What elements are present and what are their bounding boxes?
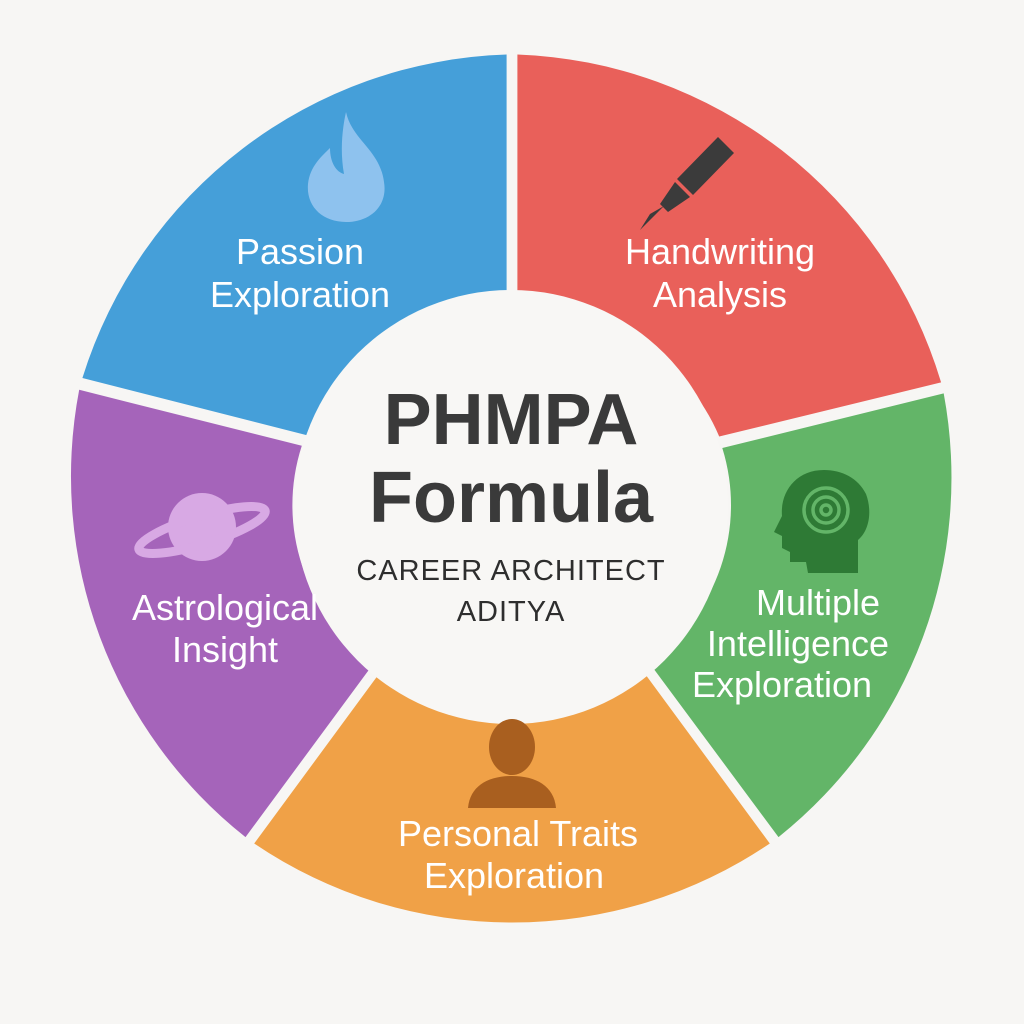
segment-multiple-intelligence: [649, 393, 952, 838]
label-line: Intelligence: [707, 623, 889, 664]
label-line: Multiple: [756, 582, 880, 623]
center-circle: [294, 290, 728, 724]
segment-astrological: [70, 389, 375, 838]
brain-head-icon: [774, 470, 870, 573]
center-title-line2: Formula: [369, 458, 654, 538]
person-icon: [468, 719, 556, 808]
label-line: Insight: [172, 629, 278, 670]
label-line: Personal Traits: [398, 813, 638, 854]
label-multiple-intelligence: Multiple Intelligence Exploration: [692, 582, 889, 705]
label-astrological: Astrological Insight: [132, 587, 318, 670]
label-line: Exploration: [210, 274, 390, 315]
label-handwriting: Handwriting Analysis: [625, 231, 815, 315]
label-line: Exploration: [692, 664, 872, 705]
flame-icon: [307, 112, 385, 222]
segment-handwriting: [517, 54, 942, 437]
label-personal-traits: Personal Traits Exploration: [398, 813, 638, 896]
label-passion: Passion Exploration: [210, 231, 390, 315]
label-line: Passion: [236, 231, 364, 272]
label-line: Handwriting: [625, 231, 815, 272]
label-line: Exploration: [424, 855, 604, 896]
center-title-line1: PHMPA: [384, 380, 639, 460]
center-subtitle-line2: ADITYA: [457, 596, 566, 628]
planet-icon: [134, 493, 270, 561]
center-subtitle-line1: CAREER ARCHITECT: [356, 555, 665, 587]
label-line: Astrological: [132, 587, 318, 628]
label-line: Analysis: [653, 274, 787, 315]
pen-icon: [640, 137, 734, 230]
